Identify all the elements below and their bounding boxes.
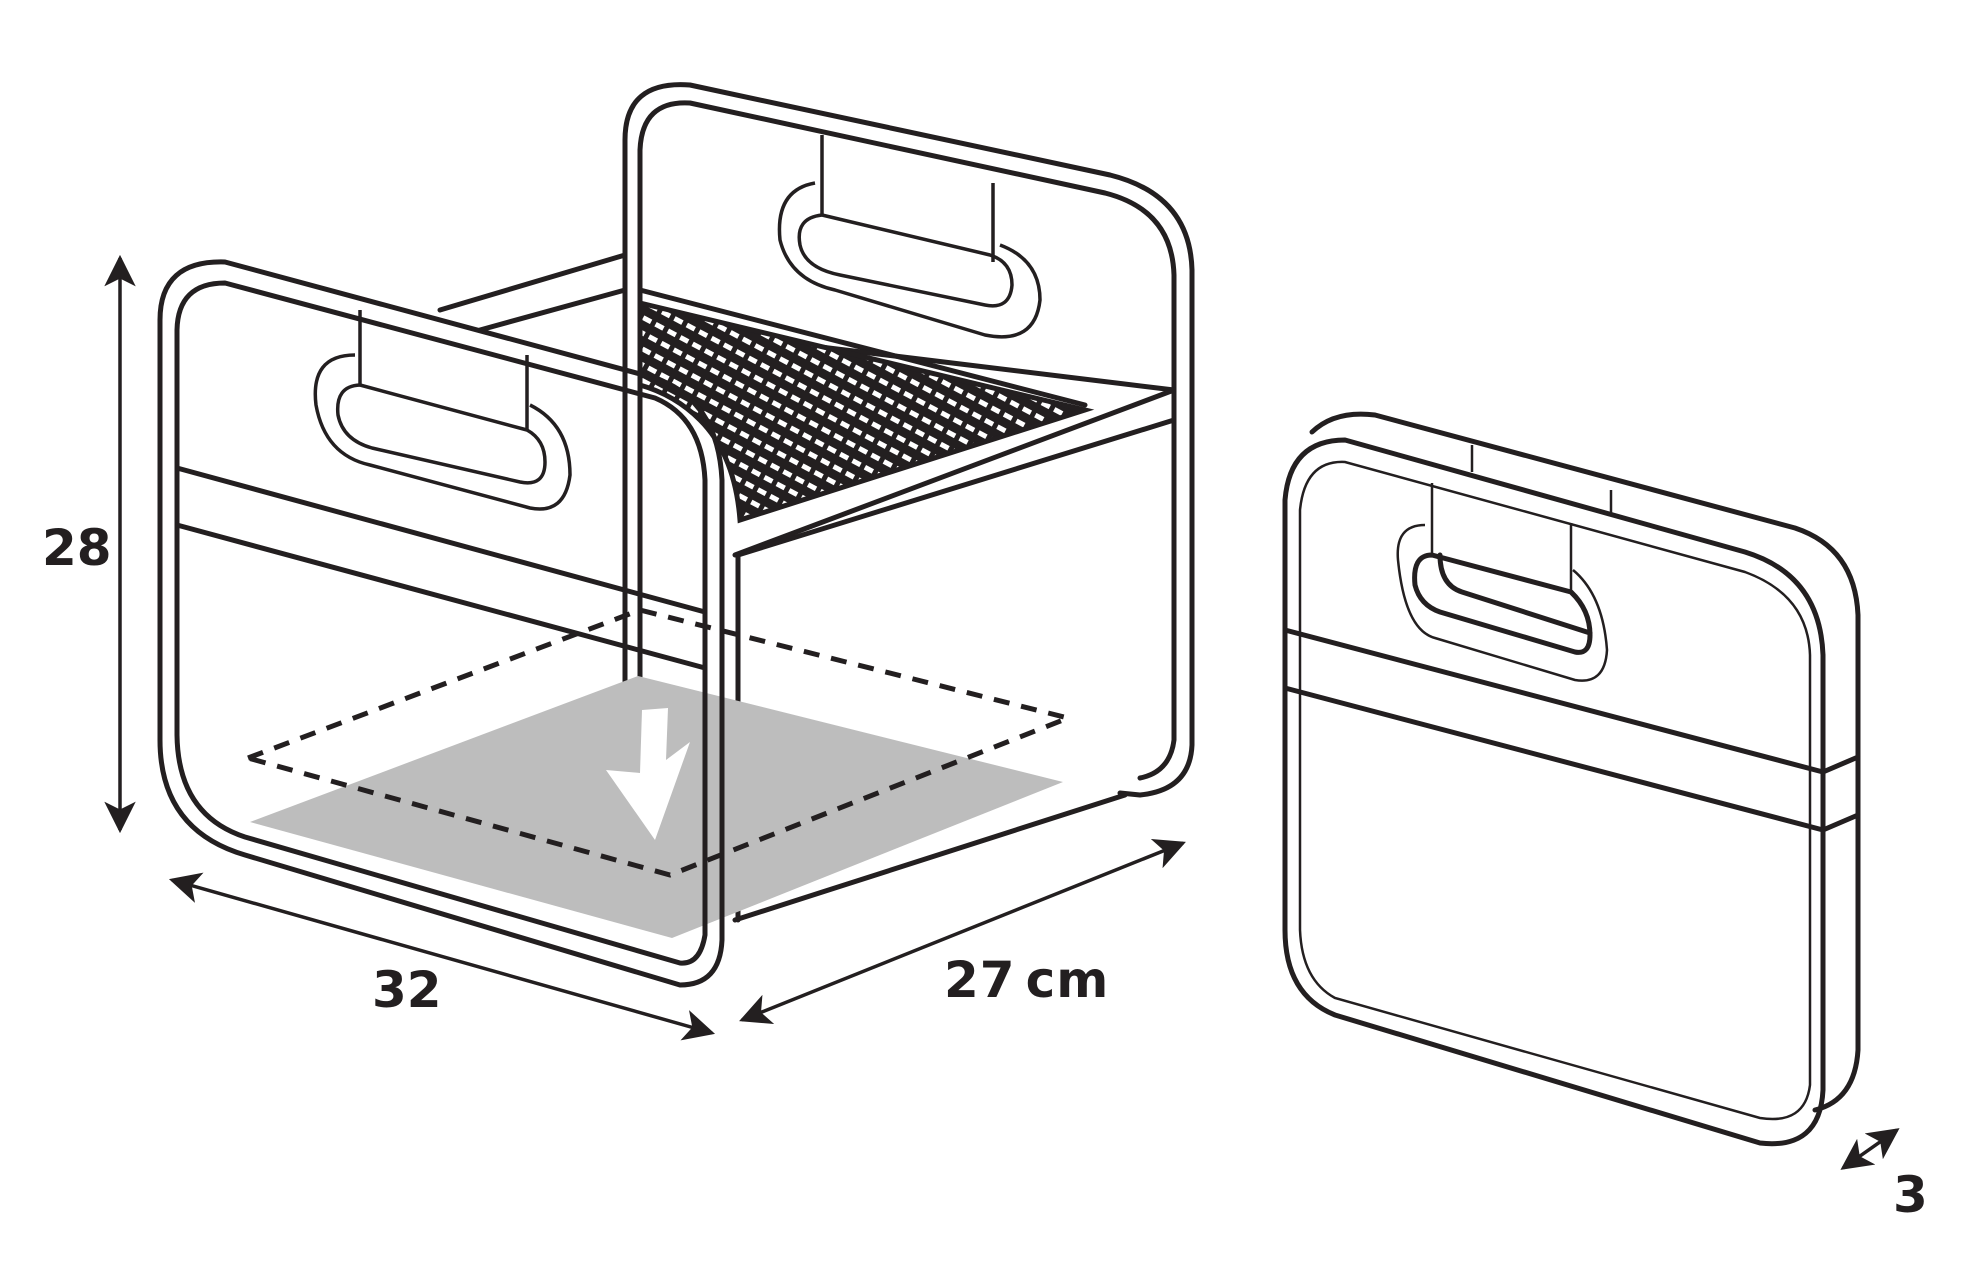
depth-value: 27 xyxy=(944,951,1016,1009)
folded-box xyxy=(1282,411,1900,1170)
mesh-pocket xyxy=(637,299,1095,524)
front-end-panel xyxy=(157,259,725,988)
width-dimension-arrow xyxy=(168,872,716,1041)
depth-unit: cm xyxy=(1025,951,1110,1009)
assembled-box: path> xyxy=(104,82,1195,1041)
thickness-dimension-arrow xyxy=(1840,1128,1900,1170)
depth-dimension-arrow xyxy=(739,838,1186,1025)
width-label: 32 xyxy=(372,961,442,1019)
down-arrow-icon xyxy=(606,708,690,840)
height-label: 28 xyxy=(42,519,112,577)
floor-target-outline xyxy=(239,607,1077,878)
thickness-label: 3 xyxy=(1893,1166,1928,1224)
